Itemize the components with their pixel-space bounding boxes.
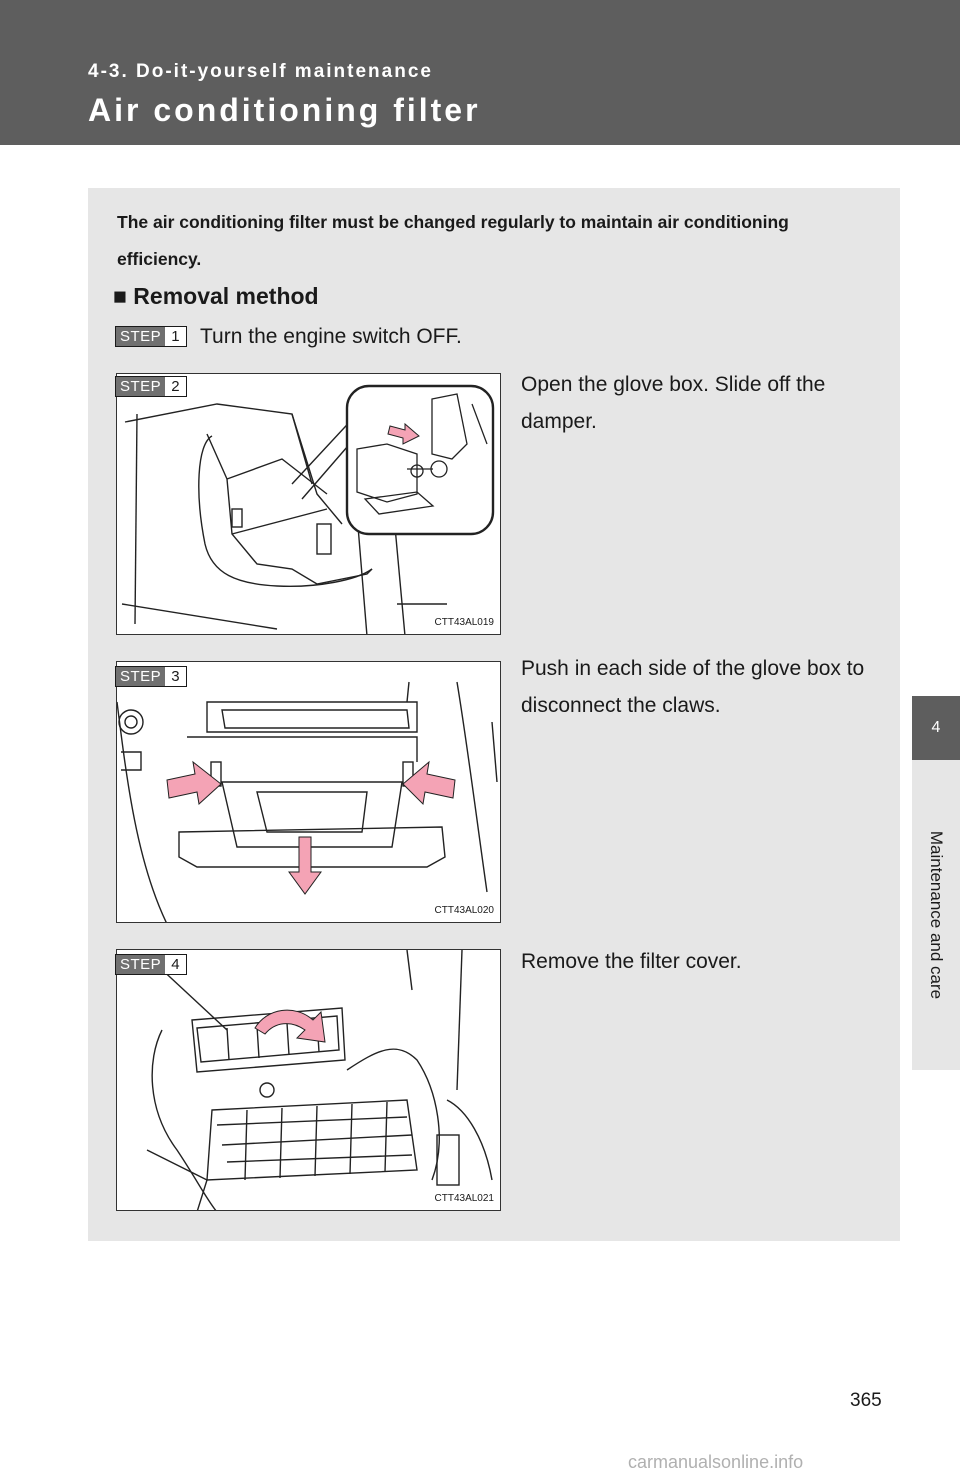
intro-text: The air conditioning filter must be chan… [117, 212, 789, 269]
step-2-text: Open the glove box. Slide off the damper… [521, 373, 826, 433]
chapter-tab-label: Maintenance and care [927, 830, 946, 1000]
step-number: 4 [165, 955, 186, 974]
step-number: 1 [165, 327, 186, 346]
chapter-tab-number[interactable]: 4 [912, 696, 960, 760]
step-number: 3 [165, 667, 186, 686]
figure-code: CTT43AL021 [434, 1193, 494, 1204]
section-label: 4-3. Do-it-yourself maintenance [88, 61, 433, 82]
chapter-tab[interactable]: Maintenance and care [912, 760, 960, 1070]
filter-cover-drawing [146, 950, 493, 1210]
step-number: 2 [165, 377, 186, 396]
page-header: 4-3. Do-it-yourself maintenance Air cond… [0, 0, 960, 145]
figure-code: CTT43AL020 [434, 905, 494, 916]
step-label: STEP [116, 955, 166, 974]
step-4-badge: STEP 4 [115, 954, 187, 975]
step-3-badge: STEP 3 [115, 666, 187, 687]
step-label: STEP [116, 667, 166, 686]
watermark[interactable]: carmanualsonline.info [628, 1452, 804, 1472]
figure-code: CTT43AL019 [434, 617, 494, 628]
step-3-illustration: CTT43AL020 [116, 661, 501, 923]
glove-box-damper-drawing [121, 384, 495, 634]
step-4-text: Remove the filter cover. [521, 950, 742, 973]
subheading-text: Removal method [133, 283, 319, 309]
step-2-illustration: CTT43AL019 [116, 373, 501, 635]
removal-method-heading: ■ Removal method [113, 283, 319, 309]
glove-box-claws-drawing [117, 681, 498, 922]
page-title: Air conditioning filter [88, 92, 481, 128]
step-3-text: Push in each side of the glove box to di… [521, 657, 865, 717]
step-label: STEP [116, 377, 166, 396]
step-label: STEP [116, 327, 166, 346]
step-1-text: Turn the engine switch OFF. [200, 325, 462, 348]
page-number: 365 [850, 1390, 882, 1411]
step-1-badge: STEP 1 [115, 326, 187, 347]
step-2-badge: STEP 2 [115, 376, 187, 397]
step-4-illustration: CTT43AL021 [116, 949, 501, 1211]
